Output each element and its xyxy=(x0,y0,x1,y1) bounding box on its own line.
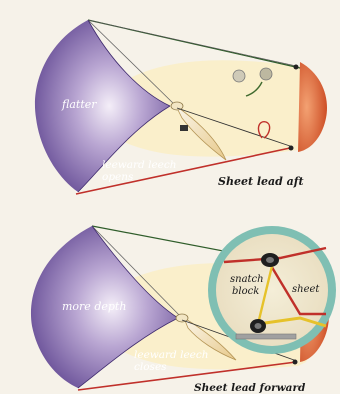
top-sheet-upper xyxy=(88,20,296,66)
snatch-block-inset: snatch block sheet xyxy=(208,226,336,354)
top-clew-fitting xyxy=(171,102,183,110)
top-winch-2 xyxy=(260,68,272,80)
bottom-caption: Sheet lead forward xyxy=(194,382,306,394)
bottom-aft-block xyxy=(293,360,298,365)
bottom-diagram: snatch block sheet more depth leeward le… xyxy=(31,226,336,394)
inset-block-label-2: block xyxy=(232,286,259,297)
inset-track xyxy=(236,334,296,339)
top-fwd-block xyxy=(294,65,299,70)
top-caption: Sheet lead aft xyxy=(218,175,304,188)
bottom-leech-label-2: closes xyxy=(134,361,167,373)
bottom-sail-label: more depth xyxy=(62,300,126,313)
inset-snatch-block-top xyxy=(261,253,279,267)
top-bow xyxy=(298,62,327,152)
top-diagram: flatter leeward leech opens Sheet lead a… xyxy=(35,20,327,194)
inset-sheet-label: sheet xyxy=(292,284,320,295)
top-winch-1 xyxy=(233,70,245,82)
top-aft-block xyxy=(289,146,294,151)
inset-block-label-1: snatch xyxy=(230,274,264,285)
bottom-clew-fitting xyxy=(176,314,188,322)
top-sail-label: flatter xyxy=(61,98,97,111)
top-leech-label-1: leeward leech xyxy=(102,159,177,171)
top-leech-label-2: opens xyxy=(102,171,134,183)
inset-snatch-block-bottom xyxy=(250,319,266,333)
bottom-leech-label-1: leeward leech xyxy=(134,349,209,361)
top-lead-car xyxy=(180,125,188,131)
